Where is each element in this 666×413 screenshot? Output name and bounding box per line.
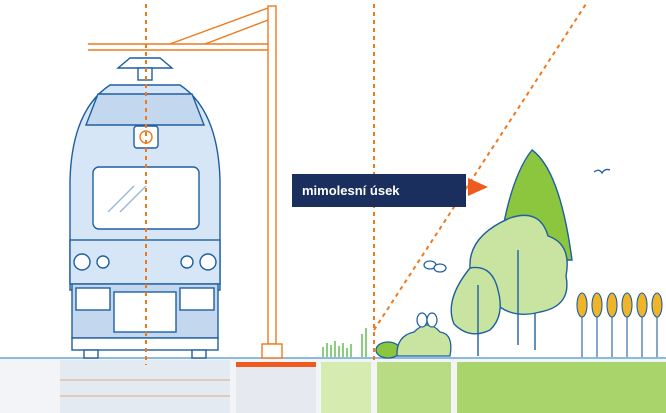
ground-grass [457, 362, 666, 413]
butterfly-icon [416, 312, 438, 328]
ground-grass-pale [321, 362, 371, 413]
ground-grass-mid [377, 362, 451, 413]
safety-strip [236, 362, 316, 367]
tree-icon [450, 266, 501, 356]
forest-slope-guide [373, 3, 587, 331]
butterfly-icon [423, 260, 447, 273]
train-icon [69, 57, 221, 359]
track-bed [60, 360, 230, 413]
grass-tufts [322, 328, 367, 357]
wheat-icon [576, 292, 663, 357]
bush-icon [375, 324, 452, 359]
catenary-mast-icon [88, 5, 283, 359]
arrow-right-icon [468, 178, 488, 196]
ground [0, 357, 666, 413]
ground-gray-strip [236, 364, 316, 413]
zone-label: mimolesní úsek [292, 174, 466, 207]
bird-icon [593, 168, 611, 175]
